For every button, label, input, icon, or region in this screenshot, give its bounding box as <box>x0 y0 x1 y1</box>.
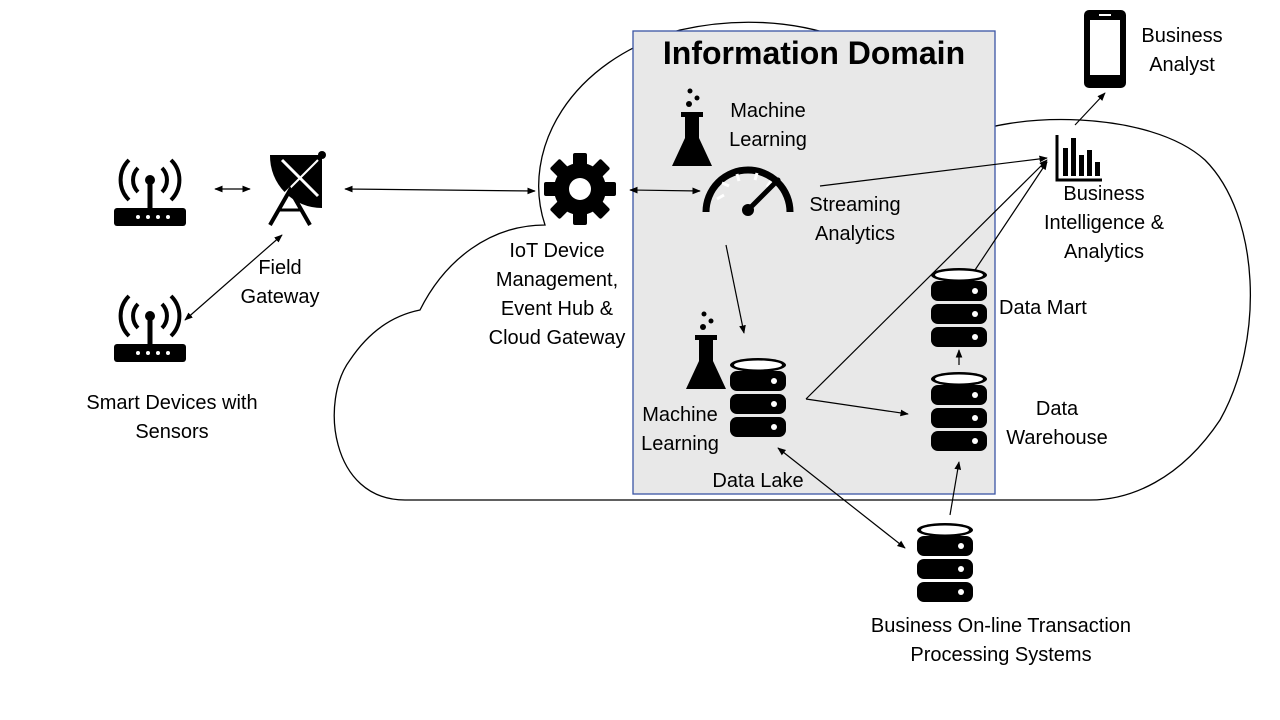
data-lake-label: Data Lake <box>712 470 804 492</box>
bar-chart-icon <box>1055 135 1102 182</box>
data-lake-database-icon <box>730 358 786 437</box>
data-warehouse-database-icon <box>931 372 987 451</box>
arrow-gateway-hub <box>344 185 536 195</box>
arrow-lake-oltp <box>777 447 906 549</box>
cloud-shape <box>333 21 1252 501</box>
arrow-bi-analyst <box>1074 92 1106 126</box>
business-analyst-label-line-2: Analyst <box>1149 54 1215 76</box>
arrow-hub-streaming <box>629 186 701 195</box>
data-warehouse-label-line-1: Data <box>1035 398 1079 420</box>
iot-hub-label-line-4: Cloud Gateway <box>488 327 626 349</box>
oltp-label-line-2: Processing Systems <box>910 644 1092 666</box>
streaming-analytics-label: Streaming Analytics <box>800 191 910 249</box>
streaming-analytics-label-line-1: Streaming <box>809 194 901 216</box>
machine-learning-top-label-line-2: Learning <box>729 129 807 151</box>
machine-learning-top-label: Machine Learning <box>716 97 820 155</box>
smart-device-router-icon-top <box>112 158 188 228</box>
arrow-oltp-warehouse <box>949 461 962 516</box>
arrow-streaming-bi <box>819 155 1048 187</box>
machine-learning-bottom-label: Machine Learning <box>628 401 732 459</box>
iot-hub-label-line-3: Event Hub & <box>500 298 614 320</box>
smart-device-router-icon-bottom <box>112 294 188 364</box>
business-intelligence-label-line-1: Business <box>1063 183 1145 205</box>
streaming-analytics-label-line-2: Analytics <box>814 223 896 245</box>
field-gateway-label-line-2: Gateway <box>240 286 320 308</box>
business-analyst-label-line-1: Business <box>1141 25 1223 47</box>
business-intelligence-label-line-3: Analytics <box>1063 241 1145 263</box>
data-warehouse-label-line-2: Warehouse <box>1006 427 1108 449</box>
arrow-lake-bi <box>805 159 1048 400</box>
gear-icon <box>544 153 616 225</box>
iot-hub-label: IoT Device Management, Event Hub & Cloud… <box>476 237 638 353</box>
machine-learning-bottom-label-line-2: Learning <box>641 433 719 455</box>
business-analyst-label: Business Analyst <box>1130 22 1234 80</box>
field-gateway-label-line-1: Field <box>258 257 302 279</box>
smart-devices-label-line-1: Smart Devices with <box>86 392 258 414</box>
machine-learning-bottom-label-line-1: Machine <box>642 404 718 426</box>
smartphone-icon <box>1084 10 1126 88</box>
field-gateway-icon <box>268 151 326 226</box>
smart-devices-label: Smart Devices with Sensors <box>62 389 282 447</box>
information-domain-title: Information Domain <box>662 35 966 71</box>
oltp-database-icon <box>917 523 973 602</box>
machine-learning-top-label-line-1: Machine <box>730 100 806 122</box>
field-gateway-label: Field Gateway <box>225 254 335 312</box>
business-intelligence-label-line-2: Intelligence & <box>1043 212 1165 234</box>
arrow-gateway-device <box>184 234 283 321</box>
data-mart-label: Data Mart <box>999 297 1087 319</box>
oltp-label-line-1: Business On-line Transaction <box>870 615 1132 637</box>
speedometer-icon <box>702 166 794 216</box>
iot-hub-label-line-2: Management, <box>495 269 619 291</box>
iot-hub-label-line-1: IoT Device <box>509 240 605 262</box>
arrow-lake-warehouse <box>805 398 909 417</box>
oltp-label: Business On-line Transaction Processing … <box>846 612 1156 670</box>
data-mart-database-icon <box>931 268 987 347</box>
arrow-mart-bi <box>974 161 1048 271</box>
data-warehouse-label: Data Warehouse <box>997 395 1117 453</box>
arrow-streaming-lake <box>725 244 746 334</box>
smart-devices-label-line-2: Sensors <box>135 421 209 443</box>
business-intelligence-label: Business Intelligence & Analytics <box>1030 180 1178 267</box>
